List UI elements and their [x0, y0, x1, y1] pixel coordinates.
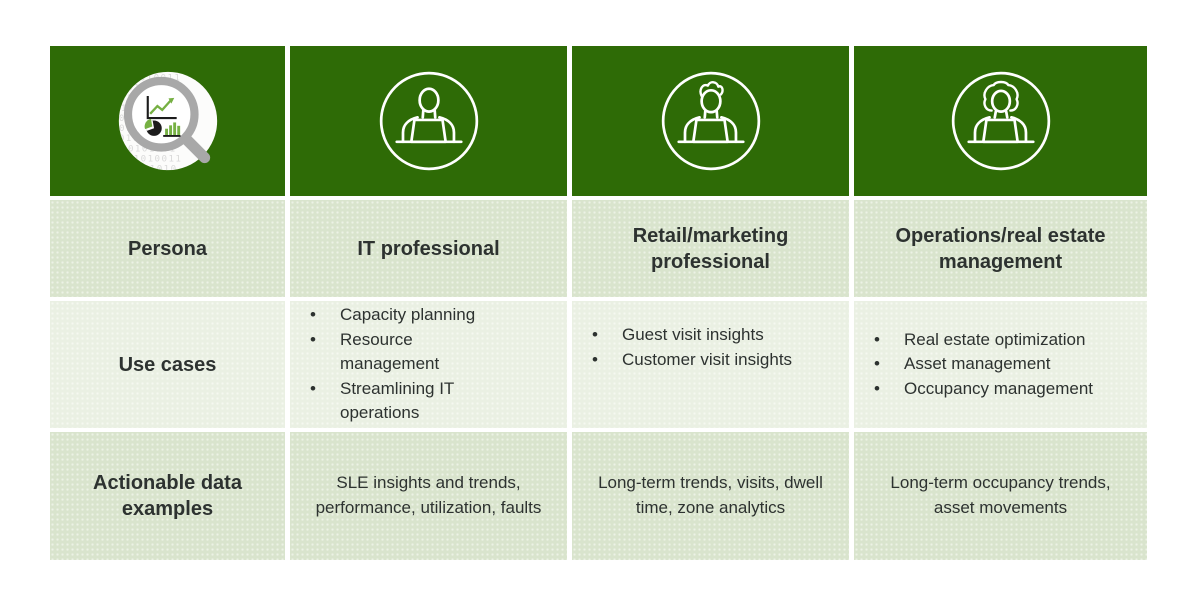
persona-comparison-table: 011010011 100101101 010011010 110100101 … — [50, 46, 1147, 560]
bullet-glyph: • — [874, 378, 880, 398]
row-label-persona: Persona — [50, 200, 285, 297]
header-cell-operations — [854, 46, 1147, 196]
list-item: •Occupancy management — [874, 377, 1093, 402]
analytics-magnifier-icon: 011010011 100101101 010011010 110100101 … — [115, 71, 217, 174]
list-item: •Guest visit insights — [592, 323, 792, 348]
retail-marketing-person-icon — [661, 71, 760, 171]
header-cell-analytics: 011010011 100101101 010011010 110100101 … — [50, 46, 285, 196]
pie-chart-glyph — [144, 118, 162, 136]
list-item: •Resource management — [310, 328, 516, 377]
svg-text:101001010: 101001010 — [115, 165, 178, 174]
use-cases-it: •Capacity planning •Resource management … — [290, 301, 567, 428]
it-professional-person-icon — [379, 71, 478, 171]
svg-text:100101101: 100101101 — [115, 144, 177, 154]
operations-person-icon — [951, 71, 1050, 171]
use-cases-it-list: •Capacity planning •Resource management … — [310, 303, 516, 426]
bullet-glyph: • — [310, 329, 316, 349]
persona-it: IT professional — [290, 200, 567, 297]
bullet-glyph: • — [874, 329, 880, 349]
persona-row-label: Persona — [128, 237, 207, 260]
bullet-glyph: • — [874, 354, 880, 374]
svg-text:011010011: 011010011 — [118, 74, 181, 84]
actionable-operations: Long-term occupancy trends, asset moveme… — [854, 432, 1147, 560]
list-item: •Customer visit insights — [592, 348, 792, 373]
line-chart-glyph — [146, 95, 177, 120]
list-item: •Asset management — [874, 352, 1093, 377]
bullet-glyph: • — [310, 378, 316, 398]
actionable-retail: Long-term trends, visits, dwell time, zo… — [572, 432, 849, 560]
actionable-row-label: Actionable data examples — [93, 472, 242, 520]
list-item: •Streamlining IT operations — [310, 377, 516, 426]
row-label-actionable-data: Actionable data examples — [50, 432, 285, 560]
svg-text:011010011: 011010011 — [119, 154, 182, 164]
persona-operations: Operations/real estate management — [854, 200, 1147, 297]
use-cases-retail: •Guest visit insights •Customer visit in… — [572, 301, 849, 428]
magnifier-ring — [123, 76, 199, 152]
persona-retail: Retail/marketing professional — [572, 200, 849, 297]
use-cases-retail-list: •Guest visit insights •Customer visit in… — [592, 323, 792, 372]
header-cell-it — [290, 46, 567, 196]
list-item: •Real estate optimization — [874, 328, 1093, 353]
actionable-it: SLE insights and trends, performance, ut… — [290, 432, 567, 560]
use-cases-row-label: Use cases — [118, 353, 217, 376]
list-item: •Capacity planning — [310, 303, 516, 328]
header-cell-retail — [572, 46, 849, 196]
row-label-use-cases: Use cases — [50, 301, 285, 428]
bar-chart-glyph — [162, 122, 181, 137]
magnifier-handle — [179, 132, 210, 164]
bullet-glyph: • — [592, 325, 598, 344]
use-cases-operations: •Real estate optimization •Asset managem… — [854, 301, 1147, 428]
bullet-glyph: • — [310, 304, 316, 324]
use-cases-operations-list: •Real estate optimization •Asset managem… — [874, 328, 1093, 402]
bullet-glyph: • — [592, 349, 598, 369]
